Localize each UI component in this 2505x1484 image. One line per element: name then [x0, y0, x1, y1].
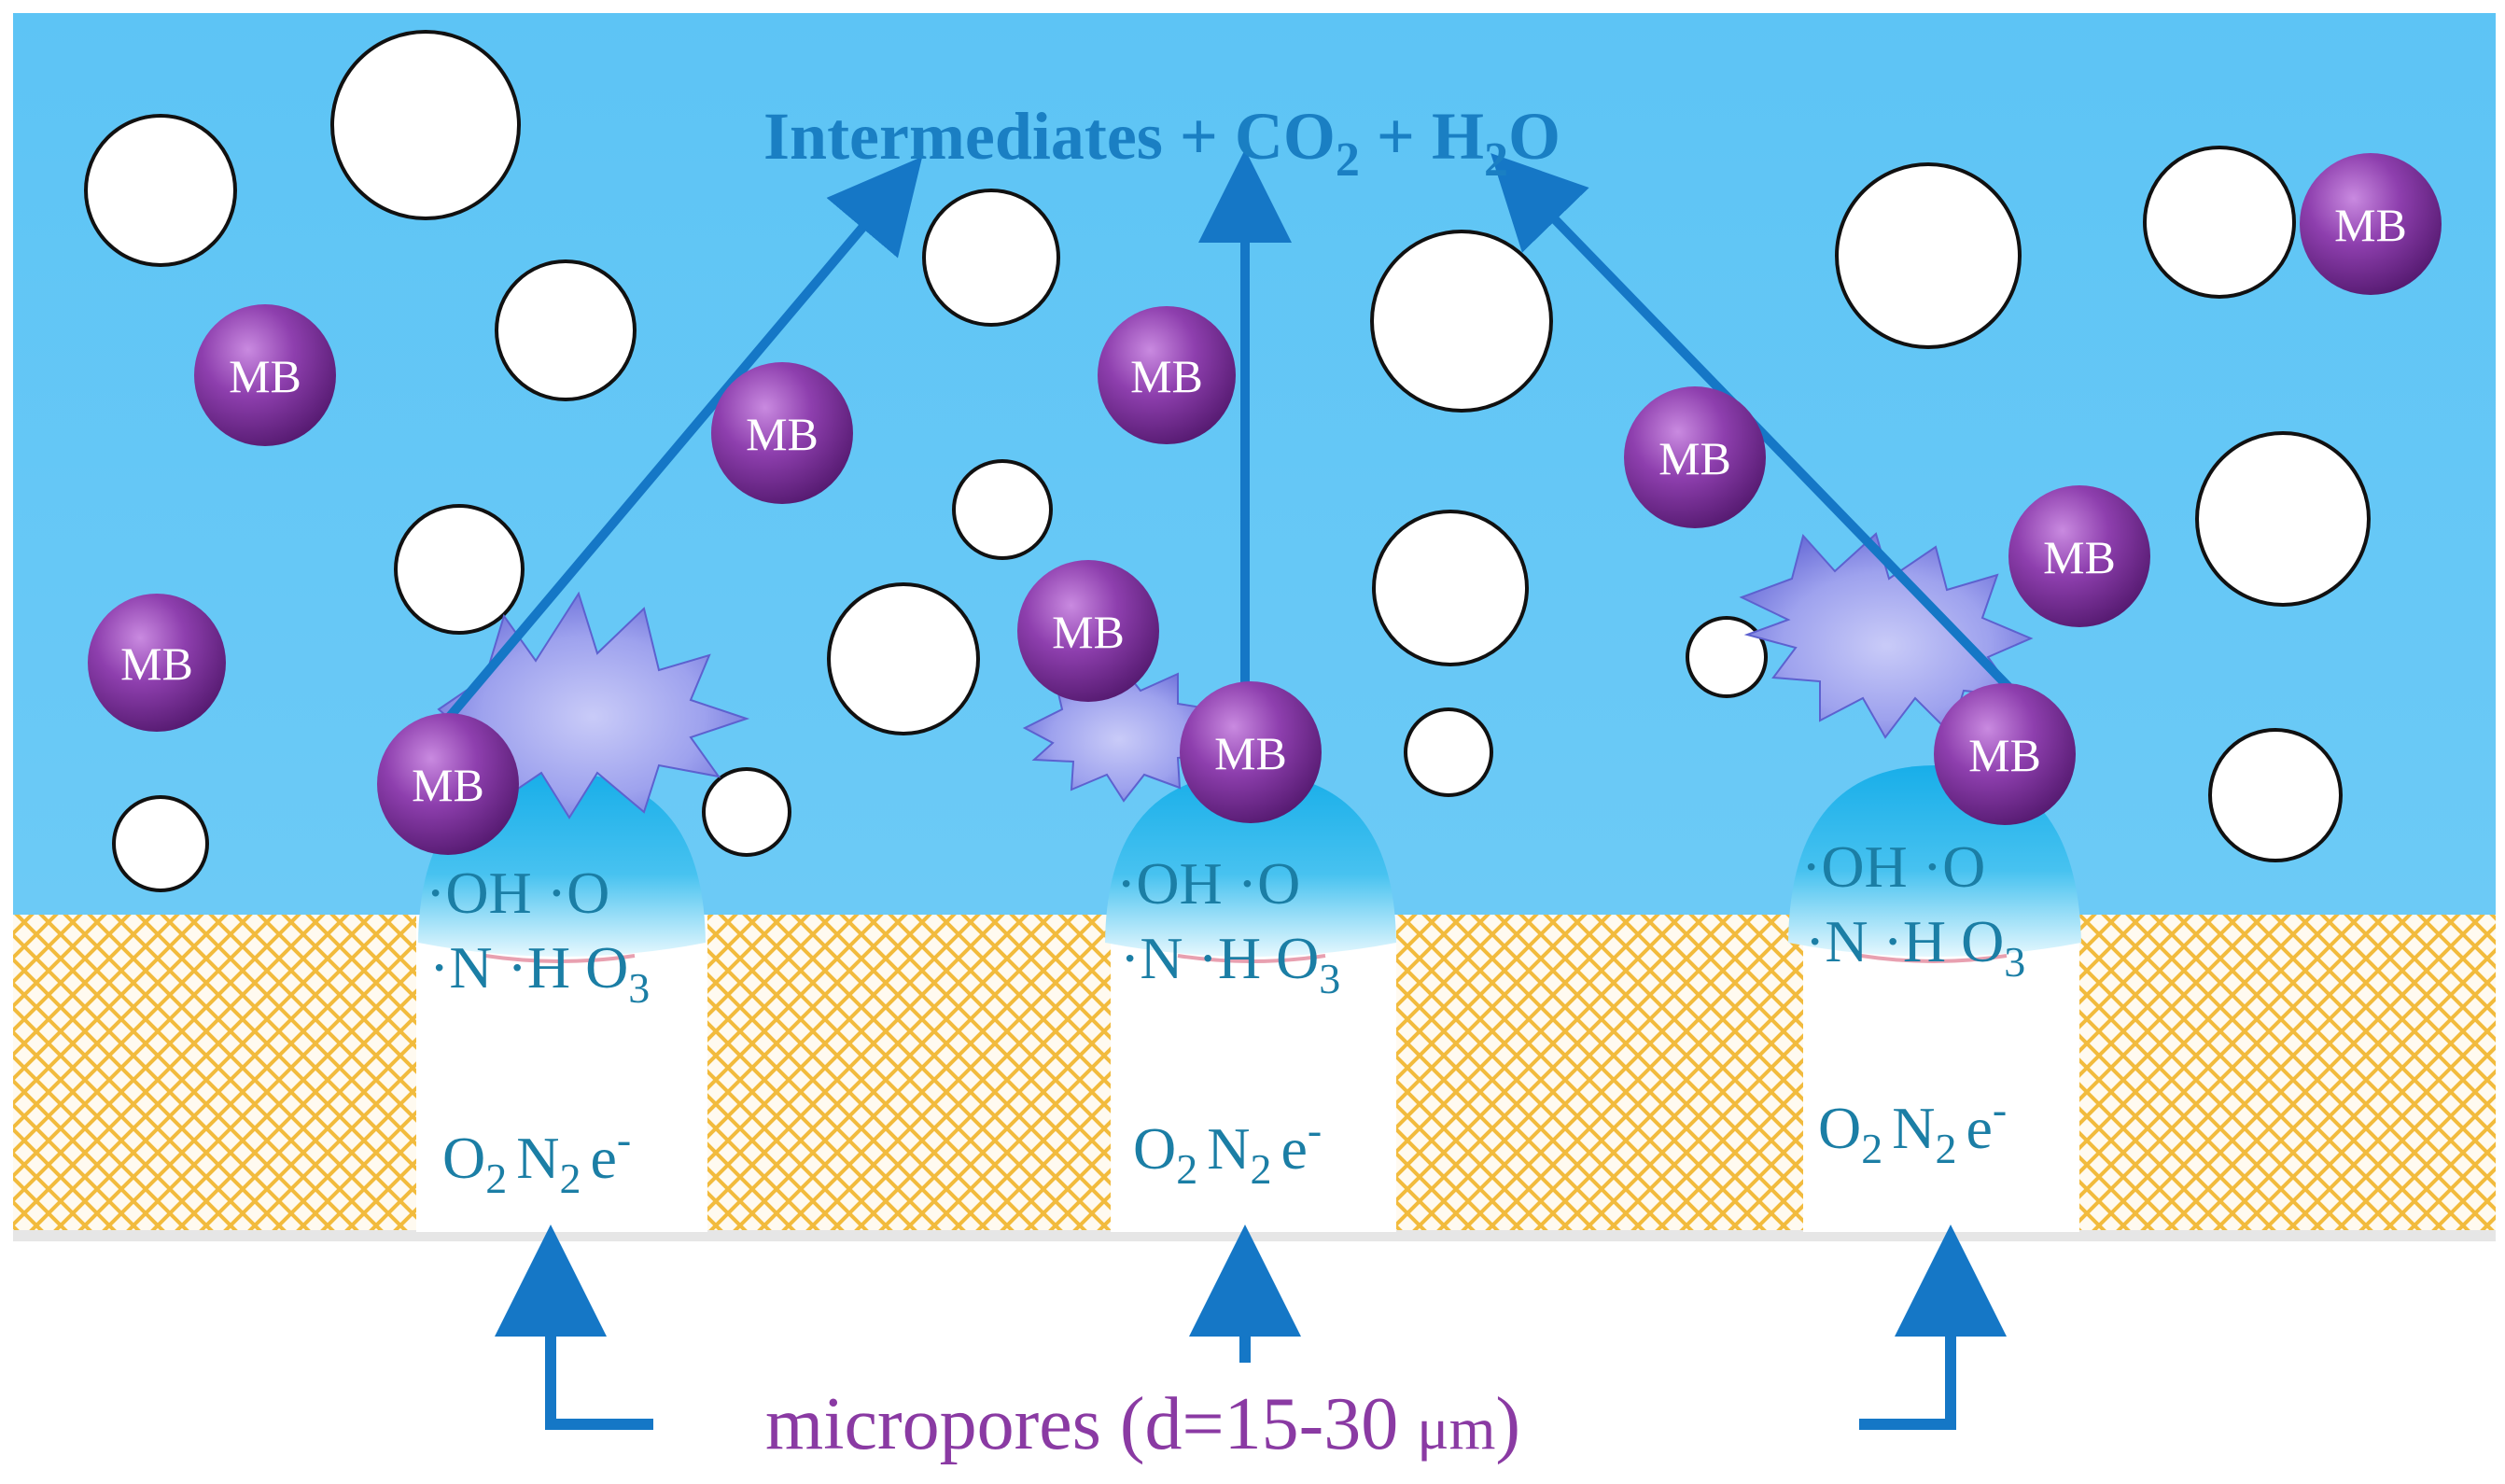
mb-molecule: MB [194, 304, 336, 446]
bubble [702, 767, 791, 857]
mb-sphere [194, 304, 336, 446]
bubble [2143, 146, 2296, 299]
mb-label: MB [1968, 729, 2041, 781]
mb-molecule: MB [1934, 683, 2076, 825]
mb-label: MB [1658, 432, 1731, 484]
arrow-to-products-left [444, 156, 923, 722]
mb-label: MB [1130, 350, 1203, 402]
radicals-row-1: ·OH ·O [1116, 850, 1300, 917]
bubble [1370, 230, 1553, 413]
mesh-segment-4 [2079, 915, 2496, 1234]
radicals-row-1: ·OH ·O [1801, 833, 1985, 900]
mb-molecule: MB [2300, 153, 2442, 295]
mb-label: MB [746, 408, 819, 460]
mb-molecule: MB [1017, 560, 1159, 702]
mb-label: MB [2043, 531, 2116, 583]
mb-sphere [2300, 153, 2442, 295]
micropore-2 [1111, 915, 1396, 1232]
pore-arrow-left [495, 1225, 653, 1430]
bubble [1686, 616, 1768, 698]
micropore-1 [416, 915, 707, 1232]
mb-molecule: MB [2008, 485, 2150, 627]
mb-molecule: MB [377, 713, 519, 855]
mb-sphere [377, 713, 519, 855]
pore-indicator-arrows [495, 1225, 2007, 1430]
mb-molecule: MB [1180, 681, 1322, 823]
mb-sphere [711, 362, 853, 504]
mb-label: MB [1214, 727, 1287, 779]
plasma-dome-2 [1105, 773, 1396, 957]
micropore-3 [1803, 915, 2079, 1232]
mesh-segment-1 [13, 915, 416, 1234]
reaction-arrows [444, 149, 2014, 722]
mb-label: MB [2334, 199, 2407, 251]
mb-label: MB [120, 637, 193, 690]
bubble [1404, 707, 1493, 797]
mesh-segment-3 [1396, 915, 1803, 1234]
radicals-row-2: ·N ·H O3 [429, 934, 650, 1012]
radicals-row-1: ·OH ·O [426, 860, 609, 926]
radicals-row-2: ·N ·H O3 [1120, 925, 1340, 1002]
mesh-segment-2 [707, 915, 1111, 1234]
pore-arrow-right [1859, 1225, 2007, 1430]
products-equation: Intermediates + CO2 + H2O [763, 99, 1560, 187]
mb-label: MB [229, 350, 301, 402]
bubble [330, 30, 521, 220]
arrow-to-products-right [1490, 153, 2014, 693]
mb-sphere [2008, 485, 2150, 627]
mb-molecule: MB [88, 594, 226, 732]
radicals-row-2: ·N ·H O3 [1805, 908, 2025, 986]
bubble [112, 795, 209, 892]
mb-molecule: MB [1098, 306, 1236, 444]
mb-molecule: MB [711, 362, 853, 504]
mb-label: MB [412, 759, 484, 811]
bubble [2195, 431, 2371, 607]
electrode-mesh [13, 915, 2496, 1241]
mb-molecules: MB MB MB MB MB MB MB MB MB MB MB [88, 153, 2442, 855]
mb-molecule: MB [1624, 386, 1766, 528]
mb-sphere [88, 594, 226, 732]
mb-sphere [1934, 683, 2076, 825]
bubble [1372, 510, 1529, 666]
mb-label: MB [1052, 606, 1125, 658]
mb-sphere [1180, 681, 1322, 823]
bubble [495, 259, 637, 401]
mb-sphere [1017, 560, 1159, 702]
gas-bubbles [84, 30, 2371, 892]
mb-sphere [1098, 306, 1236, 444]
bubble [952, 459, 1053, 560]
bubble [2208, 728, 2343, 862]
bubble [922, 189, 1060, 327]
micropores [416, 915, 2079, 1232]
bubble [1835, 162, 2022, 349]
bubble [84, 114, 237, 267]
bubble [394, 504, 525, 635]
micropores-caption: micropores (d=15-30 μm) [765, 1383, 1520, 1465]
mb-sphere [1624, 386, 1766, 528]
bubble [827, 582, 980, 735]
